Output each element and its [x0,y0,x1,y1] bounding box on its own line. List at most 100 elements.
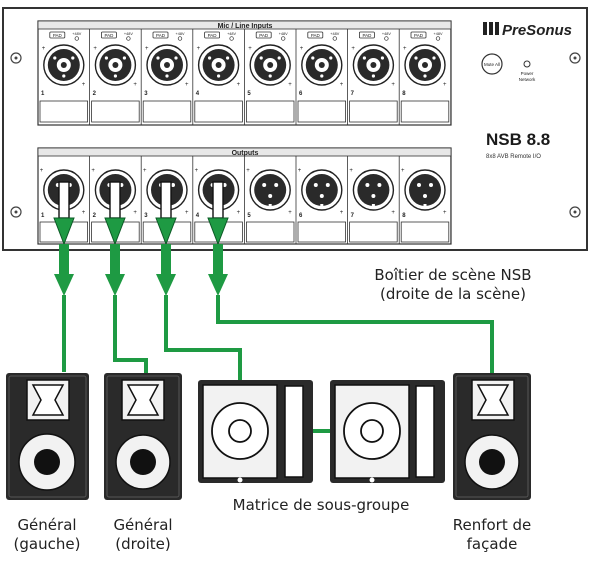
phantom-led-icon [384,36,389,41]
svg-text:+: + [93,46,97,52]
svg-text:+: + [298,168,302,174]
scribble-strip [142,100,192,123]
scribble-strip [91,100,140,123]
label-main-right: Général (droite) [98,516,188,554]
pad-button[interactable]: PAD [307,31,324,39]
svg-text:+: + [195,168,199,174]
scribble-strip [400,221,450,243]
rack-screw-icon [10,52,581,218]
horn-icon [121,379,165,421]
channel-number: 7 [351,213,355,219]
svg-text:+: + [237,82,241,88]
combo-jack-icon [249,44,291,86]
input-channel-1: PAD+48V++1 [39,29,90,125]
pad-button[interactable]: PAD [101,31,117,39]
label-front-fill-line1: Renfort de [452,516,532,534]
stage-box-label-line2: (droite de la scène) [380,285,526,303]
svg-text:+: + [403,46,407,52]
stage-box-label: Boîtier de scène NSB (droite de la scène… [340,266,566,304]
pad-button[interactable]: PAD [410,31,427,39]
scribble-strip [245,221,295,243]
inputs-header: Mic / Line Inputs [218,23,273,30]
subwoofer-left [198,380,313,483]
pad-button[interactable]: PAD [204,31,221,39]
mute-all-button[interactable]: Mute All [481,53,503,75]
cables [53,181,494,433]
channel-number: 7 [351,91,355,97]
power-label: Power [521,71,534,76]
phantom-led-icon [332,36,337,41]
label-main-left-line1: Général [17,516,77,534]
phantom-label: +48V [124,32,133,36]
svg-text:+: + [145,46,149,52]
svg-text:+: + [300,46,304,52]
phantom-led-icon [229,36,234,41]
channel-number: 5 [247,91,251,97]
network-label: Network [519,77,536,82]
output-channel-5: ++5 [245,156,297,244]
channel-number: 5 [247,213,251,219]
channel-number: 3 [144,213,148,219]
pad-label: PAD [362,33,372,38]
scribble-strip [349,221,398,243]
input-channel-5: PAD+48V++5 [245,29,297,125]
output-channel-7: + +7 [349,156,400,244]
label-front-fill: Renfort de façade [440,516,544,554]
svg-text:+: + [349,168,353,174]
combo-jack-icon [146,44,188,86]
pad-label: PAD [208,33,218,38]
svg-text:+: + [40,168,44,174]
cable-out1-main-left [53,181,75,372]
svg-text:+: + [82,82,86,88]
pad-label: PAD [53,33,63,38]
xlr-output-icon [404,169,446,211]
channel-number: 6 [299,91,303,97]
scribble-strip [245,100,295,123]
scribble-strip [297,100,346,123]
phantom-led-icon [281,36,286,41]
output-channel-6: ++6 [297,156,349,244]
svg-text:+: + [288,82,292,88]
input-channel-6: PAD +48V + +6 [297,29,349,125]
phantom-led-icon [126,36,131,41]
phantom-led-icon [435,36,441,41]
horn-icon [26,379,70,421]
cable-out4-front-fill [207,181,494,373]
phantom-label: +48V [176,32,185,36]
phantom-label: +48V [382,32,391,36]
phantom-label: +48V [330,32,339,36]
speaker-main-right [104,373,182,500]
combo-jack-icon [43,44,85,86]
svg-text:+: + [391,210,395,216]
xlr-output-icon [352,169,395,211]
combo-jack-icon [94,44,137,86]
speaker-main-left [6,373,89,500]
subgroup-matrix-label: Matrice de sous-groupe [232,496,410,514]
input-channel-2: PAD +48V + +2 [91,29,142,125]
input-channel-3: PAD+48V++3 [142,29,194,125]
presonus-logo: PreSonus [483,22,572,39]
scribble-strip [400,100,450,123]
combo-jack-icon [301,44,343,86]
pad-button[interactable]: PAD [49,31,66,39]
phantom-label: +48V [227,32,236,36]
svg-text:+: + [340,82,344,88]
channel-number: 8 [402,213,406,219]
channel-number: 8 [402,91,406,97]
channel-number: 2 [93,91,97,97]
label-main-right-line2: (droite) [115,535,171,553]
scribble-strip [349,100,398,123]
pad-button[interactable]: PAD [358,31,375,39]
channel-number: 1 [41,91,45,97]
pad-button[interactable]: PAD [152,31,169,39]
pad-button[interactable]: PAD [255,31,272,39]
phantom-label: +48V [279,32,288,36]
svg-text:+: + [133,82,137,88]
svg-text:+: + [143,168,147,174]
channel-number: 2 [93,213,97,219]
xlr-output-icon [249,169,291,211]
input-channel-8: PAD+48V++8 [400,29,452,125]
brand-name: PreSonus [502,22,572,39]
svg-text:+: + [185,210,189,216]
